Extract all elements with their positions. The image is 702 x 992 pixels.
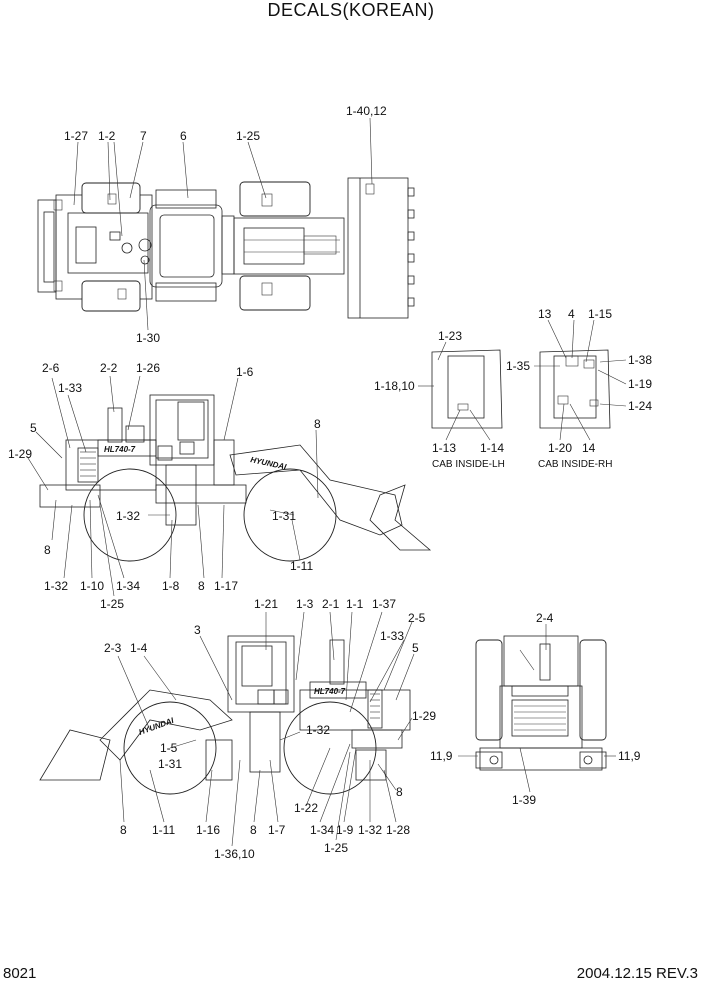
callout-right-27: 1-36,10 [214,847,255,861]
callout-right-2: 1-3 [296,597,314,611]
callout-left-6: 1-29 [8,447,32,461]
callout-right-24: 1-32 [358,823,382,837]
boom-brand-text-left: HYUNDAI [250,455,288,472]
cab-inside-lh [418,341,503,441]
callout-right-1: 1-21 [254,597,278,611]
rear-grille [514,705,566,731]
callout-cabrh-8: 1-20 [548,441,572,455]
callout-cablh-2: 1-18,10 [374,379,415,393]
callout-left-1: 2-6 [42,361,60,375]
callout-left-11: 8 [44,543,51,557]
callout-right-7: 2-3 [104,641,122,655]
callout-left-2: 2-2 [100,361,118,375]
callout-rear-4: 1-39 [512,793,536,807]
callout-cablh-3: 1-13 [432,441,456,455]
page-title: DECALS(KOREAN) [267,0,435,20]
callout-top-1: 1-27 [64,129,88,143]
callout-right-13: 1-32 [306,723,330,737]
rear-view [458,624,616,793]
callout-left-12: 1-11 [290,559,313,573]
callout-top-3: 7 [140,129,147,143]
callout-cablh-4: 1-14 [480,441,504,455]
bucket-teeth [407,187,415,307]
cab-rh-label: CAB INSIDE-RH [538,459,612,470]
callout-right-12: 1-29 [412,709,436,723]
callout-cablh-1: 1-23 [438,329,462,343]
hood-model-text-left: HL740-7 [104,445,136,454]
callout-right-20: 1-7 [268,823,286,837]
callout-top-4: 6 [180,129,187,143]
left-side-view: HL740-7 HYUNDAI [27,375,432,597]
callout-left-10: 1-31 [272,509,296,523]
callout-left-15: 1-34 [116,579,140,593]
callout-rear-1: 2-4 [536,611,554,625]
callout-right-5: 1-37 [372,597,396,611]
callout-top-6: 1-40,12 [346,104,387,118]
page-number: 8021 [3,965,37,982]
callout-left-5: 5 [30,421,37,435]
callout-cabrh-2: 4 [568,307,575,321]
callout-left-19: 1-17 [214,579,238,593]
cab-inside-rh [534,319,627,441]
callout-left-4: 1-33 [58,381,82,395]
callout-rear-3: 11,9 [618,749,641,763]
callout-top-2: 1-2 [98,129,116,143]
callout-cabrh-7: 1-24 [628,399,652,413]
callout-right-3: 2-1 [322,597,340,611]
callout-right-18: 1-16 [196,823,220,837]
callout-right-4: 1-1 [346,597,364,611]
callout-right-23: 1-9 [336,823,354,837]
callout-right-11: 5 [412,641,419,655]
callout-right-17: 1-11 [152,823,175,837]
hood-grille [80,451,96,477]
callout-right-8: 1-4 [130,641,148,655]
callout-right-14: 1-5 [160,741,178,755]
callout-right-16: 8 [120,823,127,837]
date-revision: 2004.12.15 REV.3 [576,965,698,982]
callout-left-7: 1-6 [236,365,254,379]
callout-right-15: 1-31 [158,757,182,771]
callout-cabrh-6: 1-19 [628,377,652,391]
callout-right-28: 1-25 [324,841,348,855]
callout-left-9: 1-32 [116,509,140,523]
callout-left-8: 8 [314,417,321,431]
callout-left-3: 1-26 [136,361,160,375]
callout-left-16: 1-25 [100,597,124,611]
callout-top-5: 1-25 [236,129,260,143]
top-view [37,117,415,331]
callout-right-9: 1-33 [380,629,404,643]
callout-top-7: 1-30 [136,331,160,345]
callout-left-17: 1-8 [162,579,180,593]
callout-right-6: 3 [194,623,201,637]
callout-rear-2: 11,9 [430,749,453,763]
callout-cabrh-3: 1-15 [588,307,612,321]
callout-right-26: 8 [396,785,403,799]
callout-right-25: 1-28 [386,823,410,837]
callout-right-19: 8 [250,823,257,837]
right-side-view: HYUNDAI HL740-7 [39,611,415,847]
callout-right-22: 1-34 [310,823,334,837]
cab-lh-label: CAB INSIDE-LH [432,459,505,470]
hood-model-text-right: HL740-7 [314,687,346,696]
callout-left-13: 1-32 [44,579,68,593]
hood-grille-right [370,693,380,719]
callout-cabrh-4: 1-35 [506,359,530,373]
callout-cabrh-9: 14 [582,441,596,455]
callout-cabrh-1: 13 [538,307,552,321]
callout-cabrh-5: 1-38 [628,353,652,367]
callout-left-18: 8 [198,579,205,593]
callout-right-10: 2-5 [408,611,426,625]
callout-right-21: 1-22 [294,801,318,815]
callout-left-14: 1-10 [80,579,104,593]
